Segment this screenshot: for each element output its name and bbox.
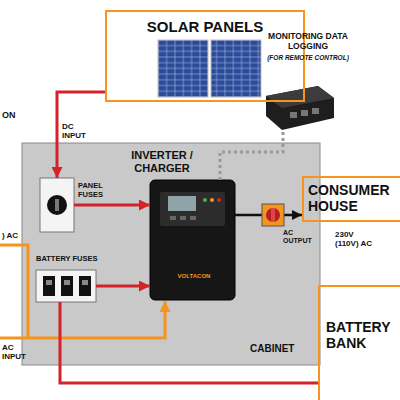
fuse-switch-lever — [64, 280, 70, 285]
breaker-handle — [271, 208, 275, 222]
panel-fuse-box: PANEL FUSES — [40, 178, 74, 232]
wire-label: AC OUTPUT — [283, 229, 317, 245]
cut-label-slot: ON — [2, 110, 32, 120]
device-title: MONITORING DATA LOGGING — [268, 32, 348, 52]
solar-panel — [158, 40, 208, 97]
inverter-button — [190, 216, 196, 220]
fuse-knob-bar — [55, 199, 59, 211]
logger-port — [312, 108, 319, 114]
monitoring-device: MONITORING DATA LOGGING (FOR REMOTE CONTR… — [250, 32, 366, 132]
logger-top — [266, 86, 334, 108]
inverter-panel — [160, 192, 225, 226]
box-title-slot: BATTERY BANK — [326, 319, 400, 351]
edge-label-slot: DC INPUT — [62, 122, 92, 142]
edge-label: DC INPUT — [62, 122, 92, 140]
device-title: INVERTER / CHARGER — [116, 149, 208, 174]
cut-label: ON — [2, 110, 32, 120]
logger-port — [290, 112, 297, 118]
cabinet-ground — [22, 143, 320, 365]
fuse-switch — [79, 276, 91, 296]
device-note: (FOR REMOTE CONTROL) — [250, 54, 366, 61]
breaker-switch — [262, 204, 284, 226]
logger-device — [266, 86, 334, 130]
cabinet-title: CABINET — [250, 343, 312, 355]
logger-port — [301, 110, 308, 116]
cabinet-panel: CABINETINVERTER / CHARGERVOLTACONPANEL F… — [22, 143, 320, 365]
solar-panel — [211, 40, 261, 97]
inverter-led — [203, 198, 207, 202]
part-label: PANEL FUSES — [78, 182, 114, 199]
inverter-button — [180, 216, 186, 220]
ac-input-wire — [0, 301, 165, 338]
part-label-slot: BATTERY FUSES — [36, 255, 110, 264]
brand-name: VOLTACON — [172, 273, 216, 280]
inverter-led — [210, 198, 214, 202]
wire-label: AC INPUT — [2, 343, 32, 361]
voltage-label-slot: 230V (110V) AC — [335, 230, 375, 248]
cut-label: ) AC — [2, 231, 32, 240]
cabinet-title-slot: CABINET — [250, 343, 312, 355]
dc-wire — [57, 92, 105, 178]
battery-bank-box: BATTERY BANK — [318, 285, 400, 400]
wire-label-slot: AC OUTPUT — [283, 229, 317, 245]
box-title-slot: CONSUMER HOUSE — [308, 182, 398, 214]
wire-label-slot: AC INPUT — [2, 343, 32, 361]
ac-input-wire — [0, 245, 28, 338]
battery-fuse-box: BATTERY FUSES — [36, 270, 96, 302]
fuse-switch-lever — [82, 280, 88, 285]
data-link — [220, 132, 283, 180]
box-title: CONSUMER HOUSE — [308, 182, 398, 214]
brand-name-slot: VOLTACON — [172, 273, 216, 280]
device-title-slot: INVERTER / CHARGER — [116, 149, 208, 174]
inverter-body — [150, 180, 235, 300]
cut-label-slot: ) AC — [2, 231, 32, 240]
fuse-switch-lever — [46, 280, 52, 285]
battery-wire — [60, 302, 318, 383]
part-label: BATTERY FUSES — [36, 255, 110, 264]
fuse-holder — [40, 178, 74, 232]
fuse-switch — [43, 276, 55, 296]
inverter-button — [170, 216, 176, 220]
consumer-house-box: CONSUMER HOUSE — [302, 176, 400, 222]
fuse-knob — [47, 195, 67, 215]
breaker-knob — [266, 208, 280, 222]
box-title: BATTERY BANK — [326, 319, 400, 351]
voltage-label: 230V (110V) AC — [335, 230, 375, 248]
device-title-slot: MONITORING DATA LOGGING — [268, 32, 348, 52]
inverter-charger: INVERTER / CHARGERVOLTACON — [150, 180, 235, 300]
inverter-lcd — [168, 196, 196, 211]
dc-wire — [96, 285, 150, 288]
fuse-holder — [36, 270, 96, 302]
part-label-slot: PANEL FUSES — [78, 182, 114, 199]
fuse-switch — [61, 276, 73, 296]
inverter-led — [217, 198, 221, 202]
dc-wire — [74, 204, 150, 207]
device-note-slot: (FOR REMOTE CONTROL) — [250, 54, 366, 61]
